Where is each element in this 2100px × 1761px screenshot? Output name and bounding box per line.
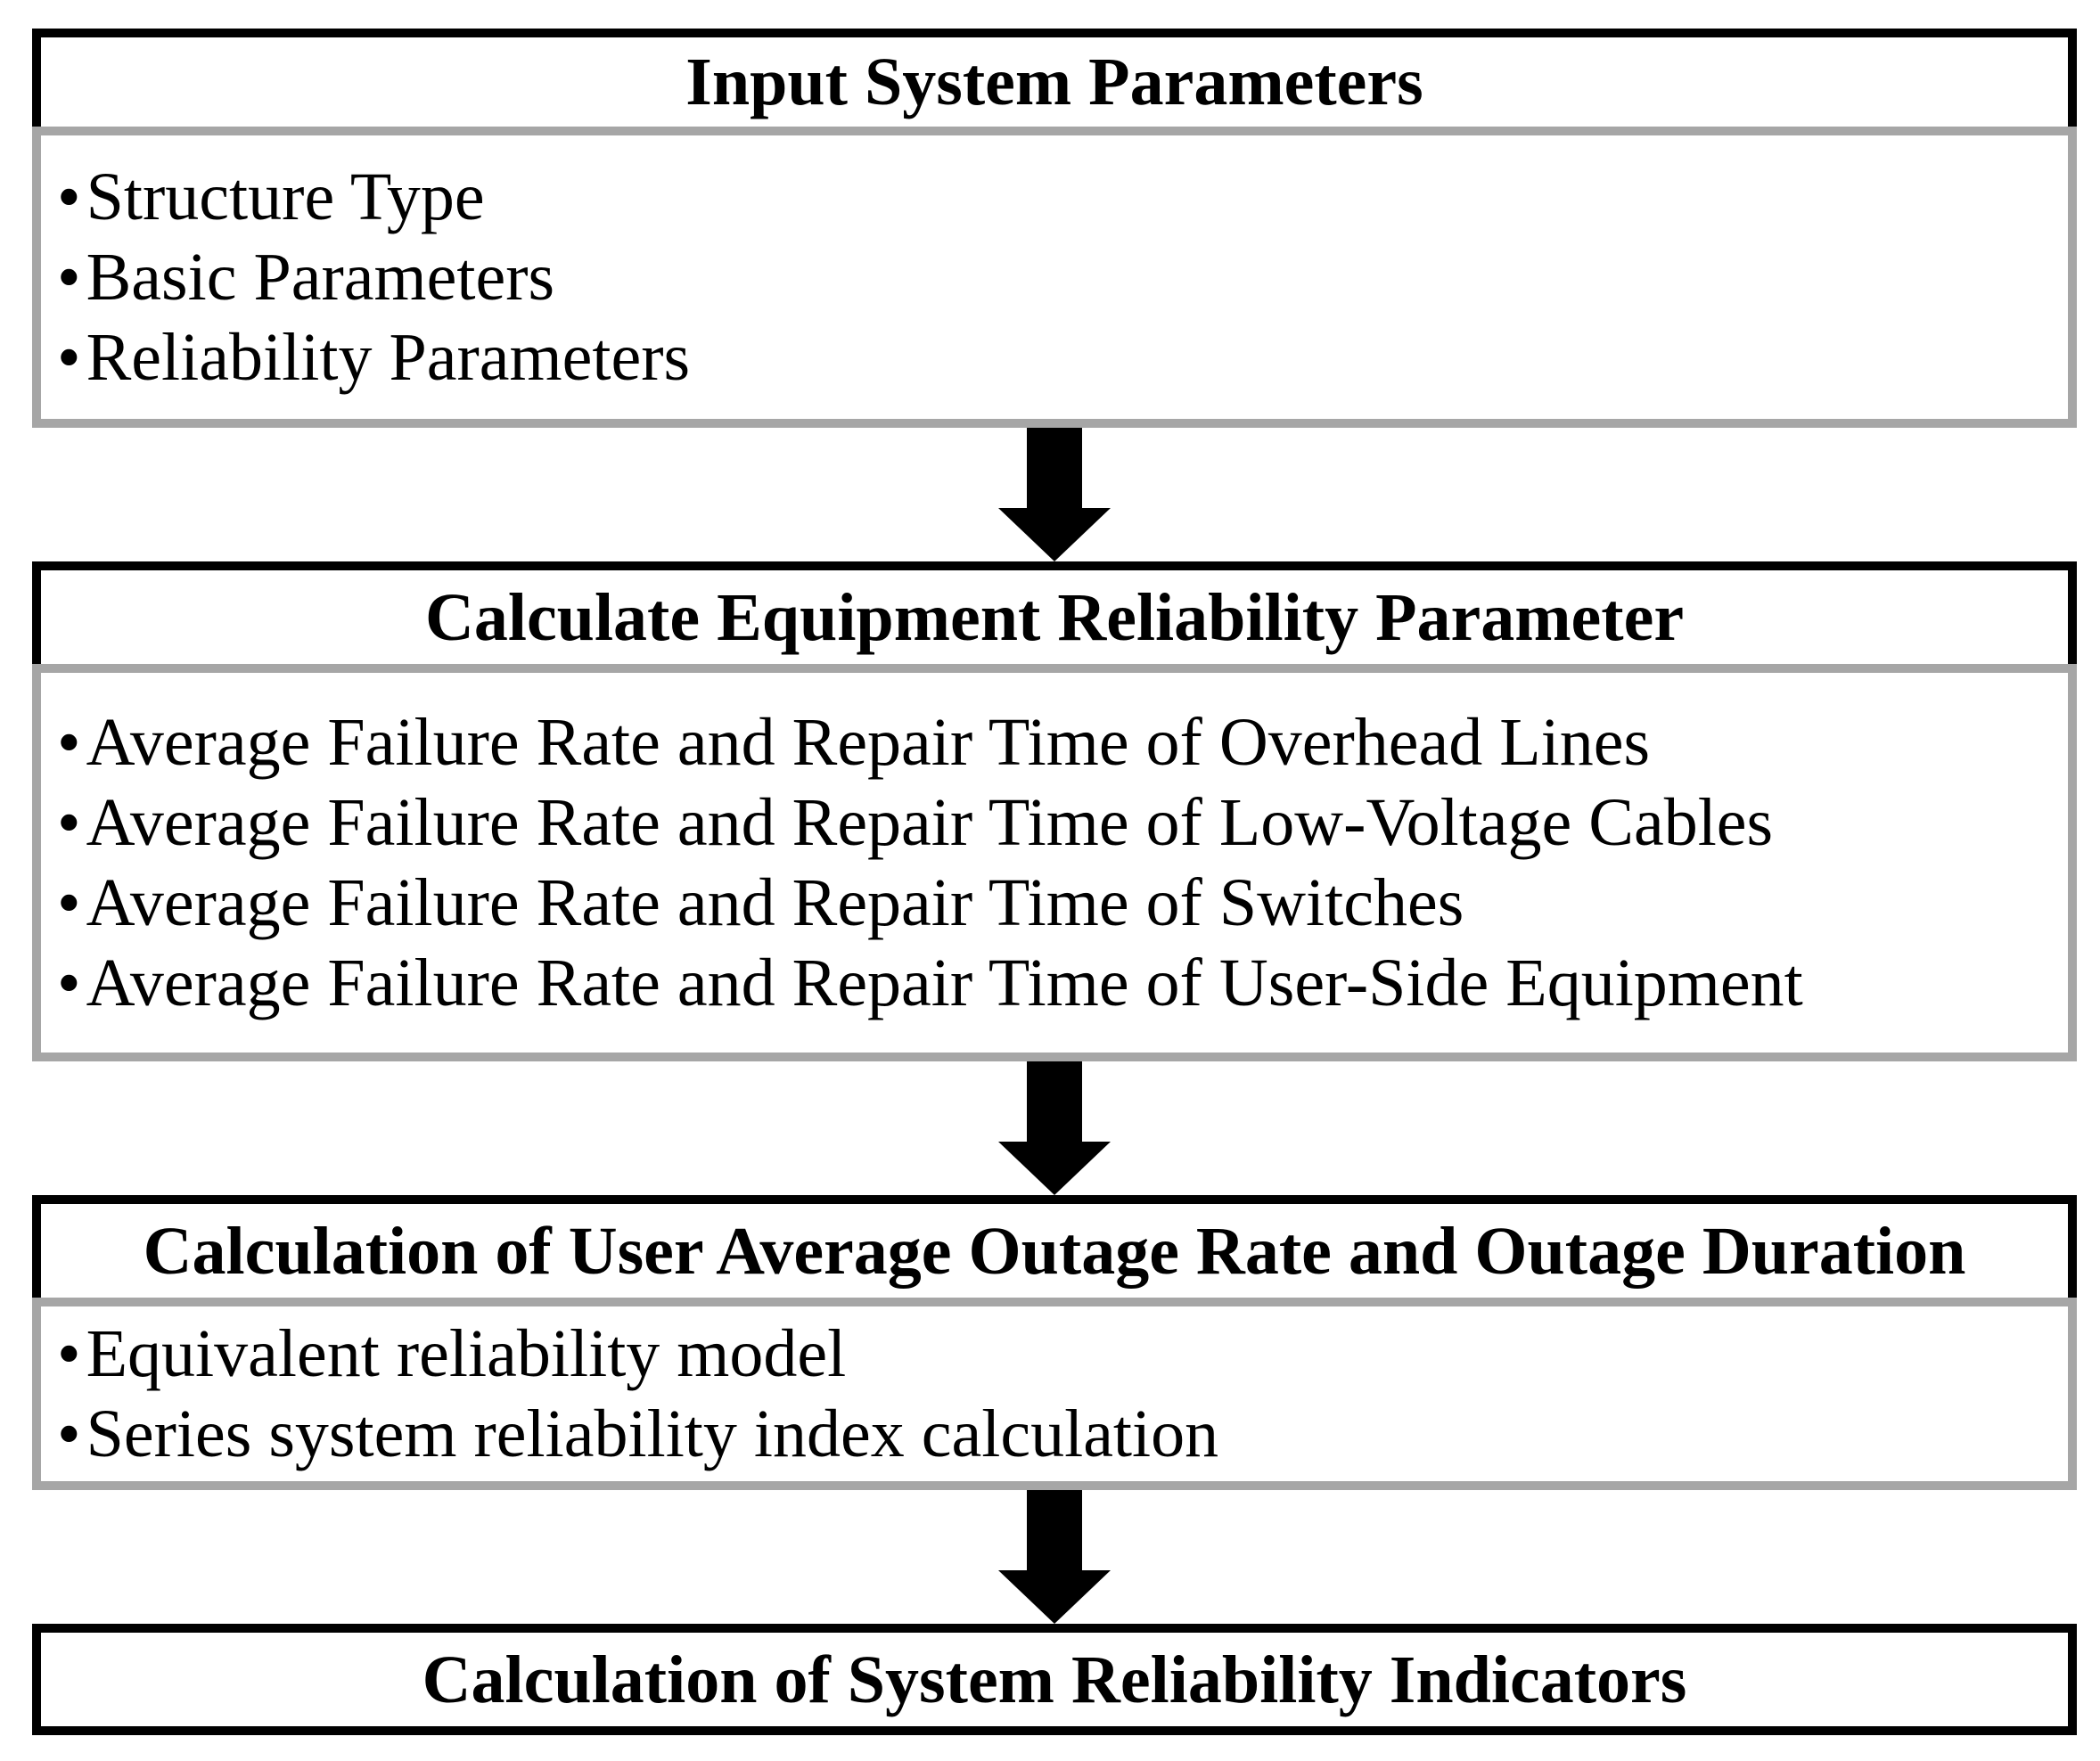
step-1-body: • Structure Type • Basic Parameters • Re… — [32, 127, 2077, 428]
bullet-icon: • — [57, 240, 81, 315]
list-item-label: Average Failure Rate and Repair Time of … — [86, 945, 1803, 1020]
bullet-icon: • — [57, 160, 81, 234]
list-item-label: Average Failure Rate and Repair Time of … — [86, 704, 1651, 780]
list-item-label: Reliability Parameters — [86, 319, 691, 395]
list-item: • Equivalent reliability model — [57, 1314, 2052, 1394]
step-2-title: Calculate Equipment Reliability Paramete… — [424, 579, 1685, 655]
list-item: • Structure Type — [57, 157, 2052, 237]
list-item-label: Average Failure Rate and Repair Time of … — [86, 864, 1464, 940]
flow-arrow-1 — [32, 428, 2077, 561]
step-3-title: Calculation of User Average Outage Rate … — [143, 1213, 1966, 1289]
list-item: • Series system reliability index calcul… — [57, 1394, 2052, 1474]
bullet-icon: • — [57, 946, 81, 1020]
list-item-label: Basic Parameters — [86, 239, 555, 315]
list-item: • Average Failure Rate and Repair Time o… — [57, 702, 2052, 782]
arrow-shaft — [1027, 428, 1082, 508]
flow-arrow-2 — [32, 1061, 2077, 1195]
arrow-shaft — [1027, 1061, 1082, 1142]
arrow-shaft — [1027, 1490, 1082, 1570]
step-4-title: Calculation of System Reliability Indica… — [422, 1642, 1687, 1717]
bullet-icon: • — [57, 865, 81, 940]
step-2-body: • Average Failure Rate and Repair Time o… — [32, 664, 2077, 1061]
step-4-box: Calculation of System Reliability Indica… — [32, 1624, 2077, 1735]
list-item-label: Equivalent reliability model — [86, 1315, 847, 1391]
flow-arrow-3 — [32, 1490, 2077, 1624]
step-3-header: Calculation of User Average Outage Rate … — [32, 1195, 2077, 1298]
arrow-down-icon — [998, 508, 1111, 561]
step-3-body: • Equivalent reliability model • Series … — [32, 1298, 2077, 1490]
bullet-icon: • — [57, 1316, 81, 1391]
bullet-icon: • — [57, 1397, 81, 1471]
bullet-icon: • — [57, 785, 81, 860]
list-item: • Basic Parameters — [57, 237, 2052, 317]
step-2-header: Calculate Equipment Reliability Paramete… — [32, 561, 2077, 664]
list-item: • Average Failure Rate and Repair Time o… — [57, 782, 2052, 863]
arrow-down-icon — [998, 1570, 1111, 1624]
bullet-icon: • — [57, 705, 81, 780]
list-item: • Average Failure Rate and Repair Time o… — [57, 943, 2052, 1023]
step-1-header: Input System Parameters — [32, 29, 2077, 127]
step-1-title: Input System Parameters — [685, 45, 1423, 119]
flowchart-stack: Input System Parameters • Structure Type… — [32, 29, 2077, 1735]
bullet-icon: • — [57, 320, 81, 395]
list-item-label: Structure Type — [86, 159, 485, 234]
arrow-down-icon — [998, 1142, 1111, 1195]
list-item: • Reliability Parameters — [57, 317, 2052, 397]
list-item: • Average Failure Rate and Repair Time o… — [57, 863, 2052, 943]
list-item-label: Average Failure Rate and Repair Time of … — [86, 784, 1774, 860]
list-item-label: Series system reliability index calculat… — [86, 1396, 1219, 1471]
